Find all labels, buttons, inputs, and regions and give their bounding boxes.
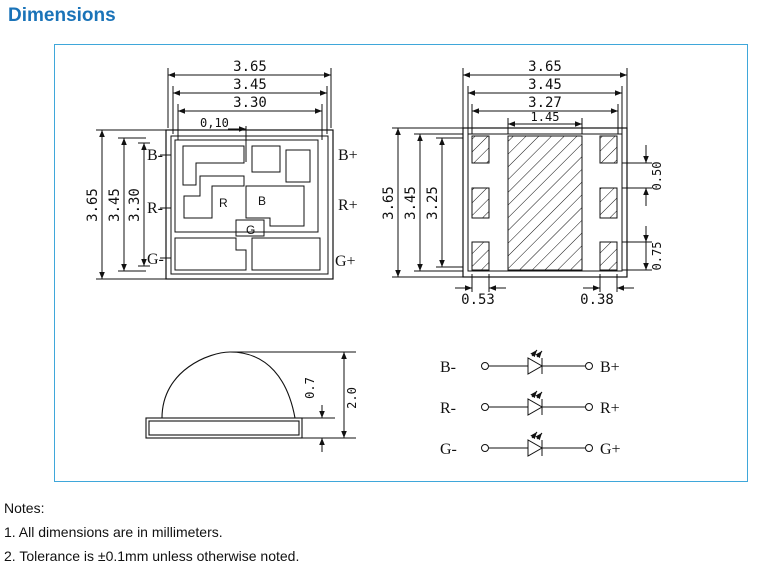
left-pad-width-dim: 0.53 [461, 292, 495, 308]
left-pin-g-minus: G- [147, 251, 164, 268]
drawing-frame [54, 44, 748, 482]
right-height-dim-1: 3.65 [381, 186, 397, 220]
schematic-pin-r-minus: R- [440, 400, 456, 417]
lens-base-dim: 0.7 [303, 377, 317, 399]
bottom-view-right-labels: 3.65 3.45 3.27 1.45 3.65 3.45 3.25 0.50 … [381, 59, 664, 308]
chip-label-g: G [246, 223, 255, 237]
top-view-left-labels: 3.65 3.45 3.30 0,10 3.65 3.45 3.30 B- R-… [85, 59, 358, 270]
left-height-dim-3: 3.30 [127, 188, 143, 222]
schematic-pin-g-minus: G- [440, 441, 457, 458]
left-width-dim-3: 3.30 [233, 95, 267, 111]
left-pin-g-plus: G+ [335, 253, 356, 270]
top-view-left [96, 68, 334, 280]
notes-section: Notes: 1. All dimensions are in millimet… [4, 496, 299, 568]
left-width-dim-2: 3.45 [233, 77, 267, 93]
schematic-pin-r-plus: R+ [600, 400, 620, 417]
side-view [145, 351, 356, 452]
chip-label-r: R [219, 196, 228, 210]
note-item: 1. All dimensions are in millimeters. [4, 524, 223, 540]
bottom-view-right [392, 68, 652, 292]
right-height-dim-2: 3.45 [403, 186, 419, 220]
left-width-dim-1: 3.65 [233, 59, 267, 75]
led-schematic [481, 349, 593, 457]
led-schematic-labels: B- R- G- B+ R+ G+ [440, 359, 621, 458]
side-view-labels: 0.7 2.0 [303, 377, 359, 409]
left-pin-r-plus: R+ [338, 197, 358, 214]
left-pin-b-minus: B- [147, 147, 163, 164]
schematic-pin-b-plus: B+ [600, 359, 620, 376]
left-gap-dim: 0,10 [200, 116, 229, 130]
right-width-dim-2: 3.45 [528, 77, 562, 93]
left-height-dim-1: 3.65 [85, 188, 101, 222]
schematic-pin-g-plus: G+ [600, 441, 621, 458]
right-width-dim-4: 1.45 [531, 110, 560, 124]
right-width-dim-1: 3.65 [528, 59, 562, 75]
pad-height-dim: 0.75 [650, 242, 664, 271]
total-height-dim: 2.0 [345, 387, 359, 409]
section-title: Dimensions [8, 5, 116, 26]
left-pin-r-minus: R- [147, 200, 163, 217]
left-height-dim-2: 3.45 [107, 188, 123, 222]
right-width-dim-3: 3.27 [528, 95, 562, 111]
left-pin-b-plus: B+ [338, 147, 358, 164]
notes-heading: Notes: [4, 500, 45, 516]
right-height-dim-3: 3.25 [425, 186, 441, 220]
note-item: 2. Tolerance is ±0.1mm unless otherwise … [4, 548, 300, 564]
right-pad-width-dim: 0.38 [580, 292, 614, 308]
pad-spacing-dim: 0.50 [650, 162, 664, 191]
schematic-pin-b-minus: B- [440, 359, 456, 376]
chip-label-b: B [258, 194, 266, 208]
